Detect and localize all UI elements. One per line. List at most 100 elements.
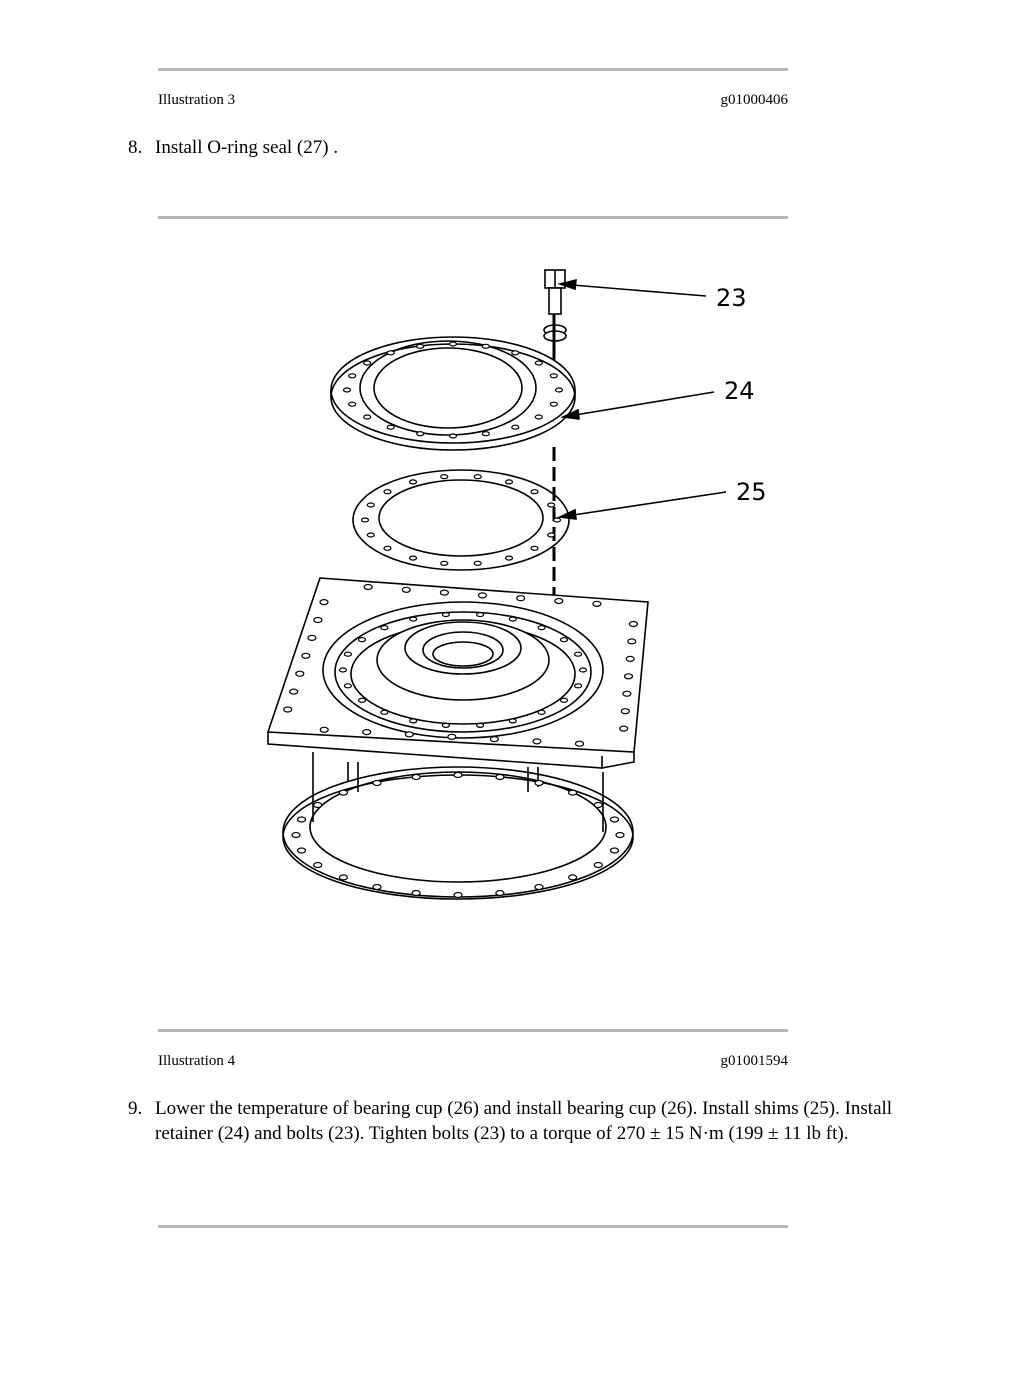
shim-bolt-hole bbox=[440, 474, 449, 480]
retainer-bolt-hole bbox=[549, 373, 558, 379]
housing-bolt-hole bbox=[574, 651, 583, 657]
step-9-text: Lower the temperature of bearing cup (26… bbox=[155, 1098, 893, 1144]
drum-bolt-hole bbox=[568, 789, 578, 796]
retainer-bolt-hole bbox=[481, 343, 490, 349]
shim-bolt-hole bbox=[473, 560, 482, 566]
housing-bolt-hole bbox=[508, 616, 517, 622]
plate-bolt-hole bbox=[313, 616, 323, 624]
figure-top-rule-illustration-4 bbox=[158, 216, 788, 219]
drum-bolt-hole bbox=[593, 801, 603, 809]
plate-bolt-hole bbox=[295, 670, 305, 677]
plate-bolt-hole bbox=[489, 736, 499, 743]
retainer-bolt-hole bbox=[342, 387, 352, 393]
drum-bolt-hole bbox=[296, 847, 307, 854]
housing-bolt-hole bbox=[537, 625, 546, 631]
retainer-bolt-hole bbox=[481, 431, 490, 437]
plate-bolt-hole bbox=[439, 589, 449, 596]
shim-bolt-hole bbox=[408, 479, 418, 485]
housing-bolt-hole bbox=[343, 651, 353, 657]
shim-bolt-hole bbox=[504, 555, 514, 561]
drum-bolt-hole bbox=[411, 889, 421, 897]
plate-bolt-hole bbox=[283, 706, 293, 713]
retainer-bolt-hole bbox=[534, 360, 543, 366]
housing-bolt-hole bbox=[559, 637, 569, 643]
drum-bolt-hole bbox=[372, 883, 382, 891]
plate-bolt-hole bbox=[447, 733, 457, 740]
shim-bolt-hole bbox=[547, 532, 556, 538]
shim-bolt-hole bbox=[366, 532, 375, 538]
caption-top-rule-illustration-4 bbox=[158, 1029, 788, 1032]
shim-bolt-hole bbox=[383, 545, 392, 551]
plate-bolt-hole bbox=[625, 655, 635, 662]
housing-bolt-hole bbox=[476, 722, 485, 728]
drum-bolt-hole bbox=[495, 889, 505, 897]
plate-bolt-hole bbox=[554, 597, 564, 605]
housing-bolt-hole bbox=[338, 667, 348, 673]
drum-bolt-hole bbox=[593, 861, 603, 869]
plate-bolt-hole bbox=[619, 725, 629, 732]
plate-bolt-hole bbox=[627, 638, 637, 645]
retainer-bolt-hole bbox=[416, 343, 425, 349]
drum-bolt-hole bbox=[534, 779, 544, 787]
drum-bolt-hole bbox=[615, 831, 625, 839]
housing-bolt-hole bbox=[380, 709, 389, 715]
retainer-bolt-hole bbox=[511, 350, 520, 356]
retainer-bolt-hole bbox=[363, 360, 372, 366]
shim-bolt-hole bbox=[360, 517, 370, 523]
illustration-4-label: Illustration 4 bbox=[158, 1053, 236, 1069]
step-9-number: 9. bbox=[128, 1098, 143, 1119]
plate-bolt-hole bbox=[477, 592, 488, 599]
retainer-bolt-hole bbox=[416, 431, 425, 437]
shim-bolt-hole bbox=[530, 545, 539, 551]
drum-bolt-hole bbox=[453, 771, 463, 779]
bolt-23-drawing bbox=[543, 269, 567, 412]
retainer-bolt-hole bbox=[534, 414, 543, 420]
housing-bolt-hole bbox=[409, 616, 418, 622]
drum-bolt-hole bbox=[411, 773, 421, 781]
illustration-4-code: g01001594 bbox=[720, 1053, 789, 1069]
drum-bolt-hole bbox=[534, 883, 544, 891]
shim-bolt-hole bbox=[552, 517, 562, 523]
plate-bolt-hole bbox=[319, 726, 329, 733]
bottom-rule bbox=[158, 1225, 788, 1228]
drum-bolt-hole bbox=[495, 773, 505, 781]
illustration-3-label: Illustration 3 bbox=[158, 92, 236, 108]
retainer-bolt-hole bbox=[386, 350, 395, 356]
callout-23: 23 bbox=[716, 284, 747, 312]
housing-bolt-hole bbox=[380, 625, 389, 631]
housing-bolt-hole bbox=[441, 612, 450, 618]
shim-bolt-hole bbox=[366, 502, 375, 508]
drum-bolt-hole bbox=[609, 816, 620, 823]
plate-bolt-hole bbox=[319, 599, 329, 606]
retainer-bolt-hole bbox=[348, 401, 357, 407]
plate-bolt-hole bbox=[622, 690, 632, 697]
shim-bolt-hole bbox=[408, 555, 418, 561]
housing-bolt-hole bbox=[409, 718, 418, 724]
drum-bolt-hole bbox=[568, 874, 578, 881]
caption-top-rule-illustration-3 bbox=[158, 68, 788, 71]
shim-bolt-hole bbox=[440, 560, 449, 566]
plate-bolt-hole bbox=[307, 634, 317, 641]
exploded-view-drawing: 23 24 25 bbox=[266, 269, 767, 900]
drum-bolt-hole bbox=[338, 874, 349, 881]
plate-bolt-hole bbox=[301, 652, 311, 659]
retainer-bolt-hole bbox=[363, 414, 372, 420]
retainer-bolt-hole bbox=[549, 401, 558, 407]
housing-bolt-hole bbox=[578, 667, 588, 673]
step-8-number: 8. bbox=[128, 137, 143, 158]
plate-bolt-hole bbox=[404, 731, 414, 738]
plate-bolt-hole bbox=[363, 583, 373, 591]
shim-bolt-hole bbox=[504, 479, 514, 485]
retainer-bolt-hole bbox=[554, 387, 564, 393]
shims-25-drawing bbox=[352, 469, 570, 571]
plate-bolt-hole bbox=[362, 729, 372, 736]
retainer-bolt-hole bbox=[386, 424, 395, 430]
retainer-bolt-hole bbox=[448, 341, 458, 347]
callout-24: 24 bbox=[724, 377, 755, 405]
step-9: 9. Lower the temperature of bearing cup … bbox=[128, 1096, 928, 1146]
housing-bolt-hole bbox=[537, 709, 546, 715]
housing-bolt-hole bbox=[559, 697, 569, 703]
plate-bolt-hole bbox=[592, 600, 602, 607]
callout-25: 25 bbox=[736, 478, 767, 506]
shim-bolt-hole bbox=[383, 489, 392, 495]
